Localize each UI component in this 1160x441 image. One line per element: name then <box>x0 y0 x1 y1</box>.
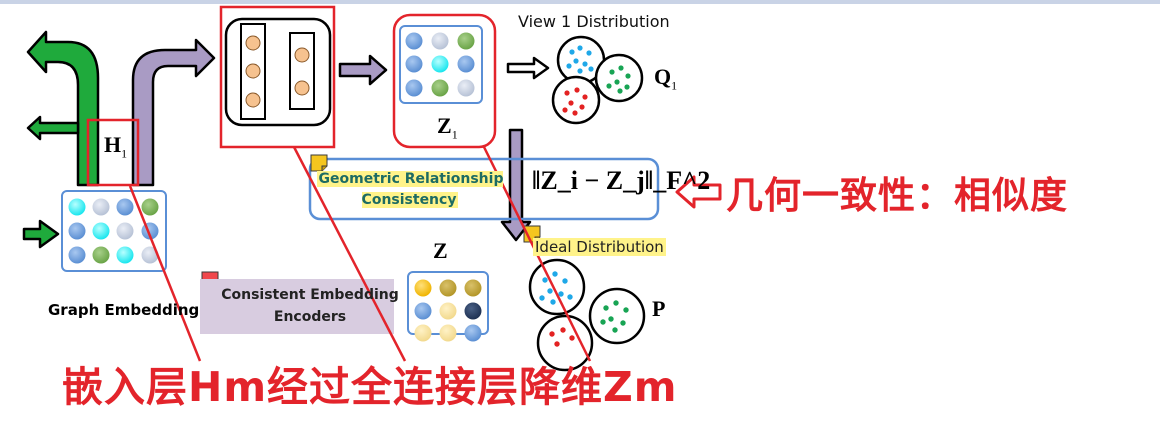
similarity-annotation: 几何一致性：相似度 <box>726 174 1068 217</box>
left-open-arrow-icon <box>675 175 722 209</box>
arrow-to-view1 <box>506 56 550 80</box>
green-small-arrow-left <box>26 115 80 141</box>
ideal-distribution-label: Ideal Distribution <box>533 238 666 256</box>
purple-arrow-down <box>500 128 532 242</box>
norm-formula: ‖Z_i − Z_j‖_F^2 <box>532 166 711 195</box>
z1-red-box <box>392 13 497 149</box>
ideal-distribution-clusters <box>528 258 646 372</box>
h1-label: H1 <box>104 132 128 161</box>
z1-matrix <box>399 25 483 104</box>
encoder-red-box <box>219 5 336 149</box>
purple-arrow-to-z1 <box>338 54 388 86</box>
z-label: Z <box>433 238 448 263</box>
z1-label: Z1 <box>437 113 458 142</box>
graph-embedding-matrix <box>61 190 167 272</box>
purple-curved-arrow <box>131 38 216 187</box>
dimension-reduction-annotation: 嵌入层Hm经过全连接层降维Zm <box>62 363 678 411</box>
p-label: P <box>652 296 666 321</box>
q1-label: Q1 <box>654 64 678 93</box>
geometric-consistency-label: Geometric Relationship Consistency <box>316 171 504 208</box>
top-border-bar <box>0 0 1160 4</box>
view1-distribution-label: View 1 Distribution <box>518 12 670 31</box>
h1-red-box <box>86 118 140 187</box>
green-input-arrow <box>22 219 60 249</box>
green-split-arrow <box>26 30 100 187</box>
consistent-encoders-label: Consistent Embedding Encoders <box>221 287 399 325</box>
encoder-block <box>224 17 332 127</box>
geometric-consistency-box <box>308 157 660 221</box>
graph-embedding-label: Graph Embedding <box>48 301 200 319</box>
view1-distribution-clusters <box>551 35 644 125</box>
sticky-note-icon <box>310 154 328 172</box>
consistent-encoders-bg <box>200 279 394 334</box>
z-matrix <box>407 271 489 342</box>
